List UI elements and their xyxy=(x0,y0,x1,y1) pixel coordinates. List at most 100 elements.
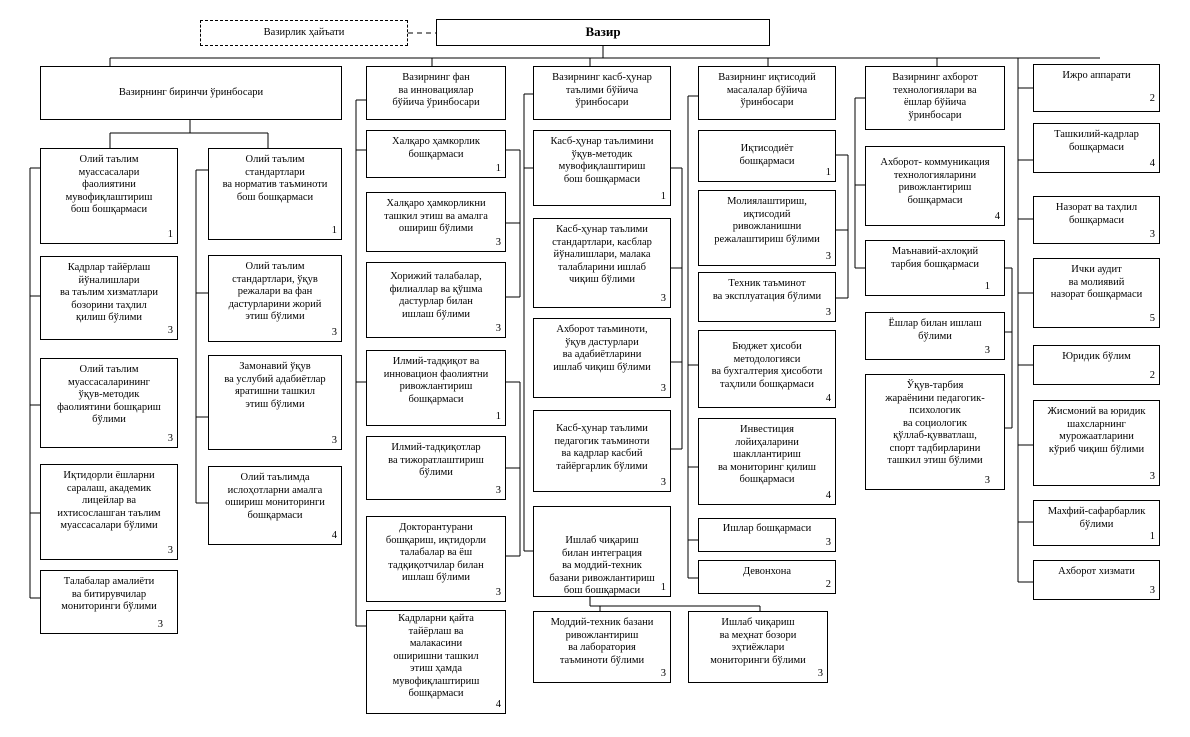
unit-box: Иқтисодиёт бошқармаси 1 xyxy=(698,130,836,182)
unit-number: 3 xyxy=(984,474,990,486)
minister-box: Вазир xyxy=(436,19,770,46)
unit-box: Ички аудит ва молиявий назорат бошқармас… xyxy=(1033,258,1160,328)
unit-number: 3 xyxy=(1149,584,1155,596)
unit-number: 3 xyxy=(167,432,173,444)
unit-number: 3 xyxy=(495,484,501,496)
unit-label: Олий таълимда ислоҳотларни амалга ошириш… xyxy=(225,472,325,521)
unit-number: 3 xyxy=(660,382,666,394)
unit-number: 3 xyxy=(825,250,831,262)
unit-label: Иқтидорли ёшларни саралаш, академик лице… xyxy=(57,470,161,531)
unit-box: Илмий-тадқиқотлар ва тижоратлаштириш бўл… xyxy=(366,436,506,500)
unit-box: Ишлаб чиқариш ва меҳнат бозори эҳтиёжлар… xyxy=(688,611,828,683)
unit-box: Техник таъминот ва эксплуатация бўлими 3 xyxy=(698,272,836,322)
unit-label: Касб-ҳунар таълими педагогик таъминоти в… xyxy=(554,423,650,472)
science-deputy-box: Вазирнинг фан ва инновациялар бўйича ўри… xyxy=(366,66,506,120)
unit-number: 3 xyxy=(1149,228,1155,240)
unit-number: 3 xyxy=(331,434,337,446)
unit-number: 3 xyxy=(331,326,337,338)
unit-label: Техник таъминот ва эксплуатация бўлими xyxy=(712,278,822,302)
unit-label: Инвестиция лойиҳаларини шакллантириш ва … xyxy=(717,424,817,485)
unit-box: Илмий-тадқиқот ва инновацион фаолиятни р… xyxy=(366,350,506,426)
unit-label: Моддий-техник базани ривожлантириш ва ла… xyxy=(550,617,654,666)
it-deputy-box: Вазирнинг ахборот технологиялари ва ёшла… xyxy=(865,66,1005,130)
unit-label: Илмий-тадқиқот ва инновацион фаолиятни р… xyxy=(383,356,489,405)
unit-box: Ташкилий-кадрлар бошқармаси 4 xyxy=(1033,123,1160,173)
unit-number: 2 xyxy=(825,578,831,590)
unit-number: 3 xyxy=(167,544,173,556)
unit-number: 1 xyxy=(1149,530,1155,542)
unit-box: Девонхона 2 xyxy=(698,560,836,594)
unit-number: 1 xyxy=(331,224,337,236)
unit-box: Кадрлар тайёрлаш йўналишлари ва таълим х… xyxy=(40,256,178,340)
unit-box: Инвестиция лойиҳаларини шакллантириш ва … xyxy=(698,418,836,505)
unit-number: 3 xyxy=(660,667,666,679)
unit-box: Ёшлар билан ишлаш бўлими 3 xyxy=(865,312,1005,360)
unit-label: Ёшлар билан ишлаш бўлими xyxy=(888,318,982,342)
unit-box: Махфий-сафарбарлик бўлими 1 xyxy=(1033,500,1160,546)
unit-number: 5 xyxy=(1149,312,1155,324)
unit-box: Ахборот хизмати 3 xyxy=(1033,560,1160,600)
unit-number: 3 xyxy=(495,322,501,334)
unit-number: 3 xyxy=(495,236,501,248)
unit-box: Касб-ҳунар таълими стандартлари, касблар… xyxy=(533,218,671,308)
unit-label: Халқаро ҳамкорлик бошқармаси xyxy=(392,136,480,160)
unit-number: 1 xyxy=(167,228,173,240)
economic-deputy-box: Вазирнинг иқтисодий масалалар бўйича ўри… xyxy=(698,66,836,120)
unit-box: Талабалар амалиёти ва битирувчилар монит… xyxy=(40,570,178,634)
unit-label: Олий таълим муассасалари фаолиятини муво… xyxy=(65,154,153,215)
unit-number: 2 xyxy=(1149,369,1155,381)
unit-label: Ишлаб чиқариш ва меҳнат бозори эҳтиёжлар… xyxy=(710,617,806,666)
unit-box: Жисмоний ва юридик шахсларнинг мурожаатл… xyxy=(1033,400,1160,486)
unit-number: 4 xyxy=(1149,157,1155,169)
unit-label: Замонавий ўқув ва услубий адабиётлар яра… xyxy=(224,361,326,410)
economic-deputy-label: Вазирнинг иқтисодий масалалар бўйича ўри… xyxy=(718,72,816,108)
science-deputy-label: Вазирнинг фан ва инновациялар бўйича ўри… xyxy=(392,72,480,108)
unit-number: 4 xyxy=(825,392,831,404)
unit-label: Бюджет ҳисоби методологияси ва бухгалтер… xyxy=(711,341,823,390)
unit-label: Касб-ҳунар таълими стандартлари, касблар… xyxy=(552,224,652,285)
unit-box: Маънавий-ахлоқий тарбия бошқармаси 1 xyxy=(865,240,1005,296)
unit-box: Олий таълим муассасаларининг ўқув-методи… xyxy=(40,358,178,448)
unit-number: 3 xyxy=(660,292,666,304)
unit-label: Касб-ҳунар таълимини ўқув-методик мувофи… xyxy=(550,136,654,185)
unit-label: Иқтисодиёт бошқармаси xyxy=(739,143,795,167)
unit-label: Ижро аппарати xyxy=(1062,70,1131,81)
unit-number: 1 xyxy=(660,190,666,202)
unit-label: Ишлар бошқармаси xyxy=(722,523,812,534)
unit-number: 4 xyxy=(825,489,831,501)
unit-number: 3 xyxy=(660,476,666,488)
unit-number: 3 xyxy=(817,667,823,679)
unit-number: 4 xyxy=(331,529,337,541)
vocational-deputy-label: Вазирнинг касб-ҳунар таълими бўйича ўрин… xyxy=(552,72,652,108)
unit-box: Кадрларни қайта тайёрлаш ва малакасини о… xyxy=(366,610,506,714)
ministry-board-label: Вазирлик ҳайъати xyxy=(263,27,345,38)
unit-box: Замонавий ўқув ва услубий адабиётлар яра… xyxy=(208,355,342,450)
unit-number: 3 xyxy=(825,536,831,548)
unit-box: Бюджет ҳисоби методологияси ва бухгалтер… xyxy=(698,330,836,408)
unit-box: Докторантурани бошқариш, иқтидорли талаб… xyxy=(366,516,506,602)
unit-number: 3 xyxy=(157,618,163,630)
unit-number: 4 xyxy=(994,210,1000,222)
unit-box: Олий таълим муассасалари фаолиятини муво… xyxy=(40,148,178,244)
unit-number: 1 xyxy=(825,166,831,178)
first-deputy-label: Вазирнинг биринчи ўринбосари xyxy=(118,87,264,98)
unit-label: Маънавий-ахлоқий тарбия бошқармаси xyxy=(890,246,980,270)
unit-label: Ички аудит ва молиявий назорат бошқармас… xyxy=(1050,264,1143,300)
unit-label: Илмий-тадқиқотлар ва тижоратлаштириш бўл… xyxy=(388,442,484,478)
unit-box: Ахборот- коммуникация технологияларини р… xyxy=(865,146,1005,226)
unit-number: 1 xyxy=(495,410,501,422)
unit-number: 3 xyxy=(1149,470,1155,482)
unit-box: Ўқув-тарбия жараёнини педагогик- психоло… xyxy=(865,374,1005,490)
unit-box: Олий таълимда ислоҳотларни амалга ошириш… xyxy=(208,466,342,545)
unit-box: Ахборот таъминоти, ўқув дастурлари ва ад… xyxy=(533,318,671,398)
unit-label: Назорат ва таҳлил бошқармаси xyxy=(1055,202,1138,226)
unit-box: Иқтидорли ёшларни саралаш, академик лице… xyxy=(40,464,178,560)
unit-number: 2 xyxy=(1149,92,1155,104)
unit-label: Жисмоний ва юридик шахсларнинг мурожаатл… xyxy=(1047,406,1146,455)
unit-label: Юридик бўлим xyxy=(1062,351,1131,362)
unit-box: Ижро аппарати 2 xyxy=(1033,64,1160,112)
unit-box: Ишлаб чиқариш билан интеграция ва моддий… xyxy=(533,506,671,597)
unit-number: 1 xyxy=(660,581,666,593)
unit-number: 3 xyxy=(984,344,990,356)
